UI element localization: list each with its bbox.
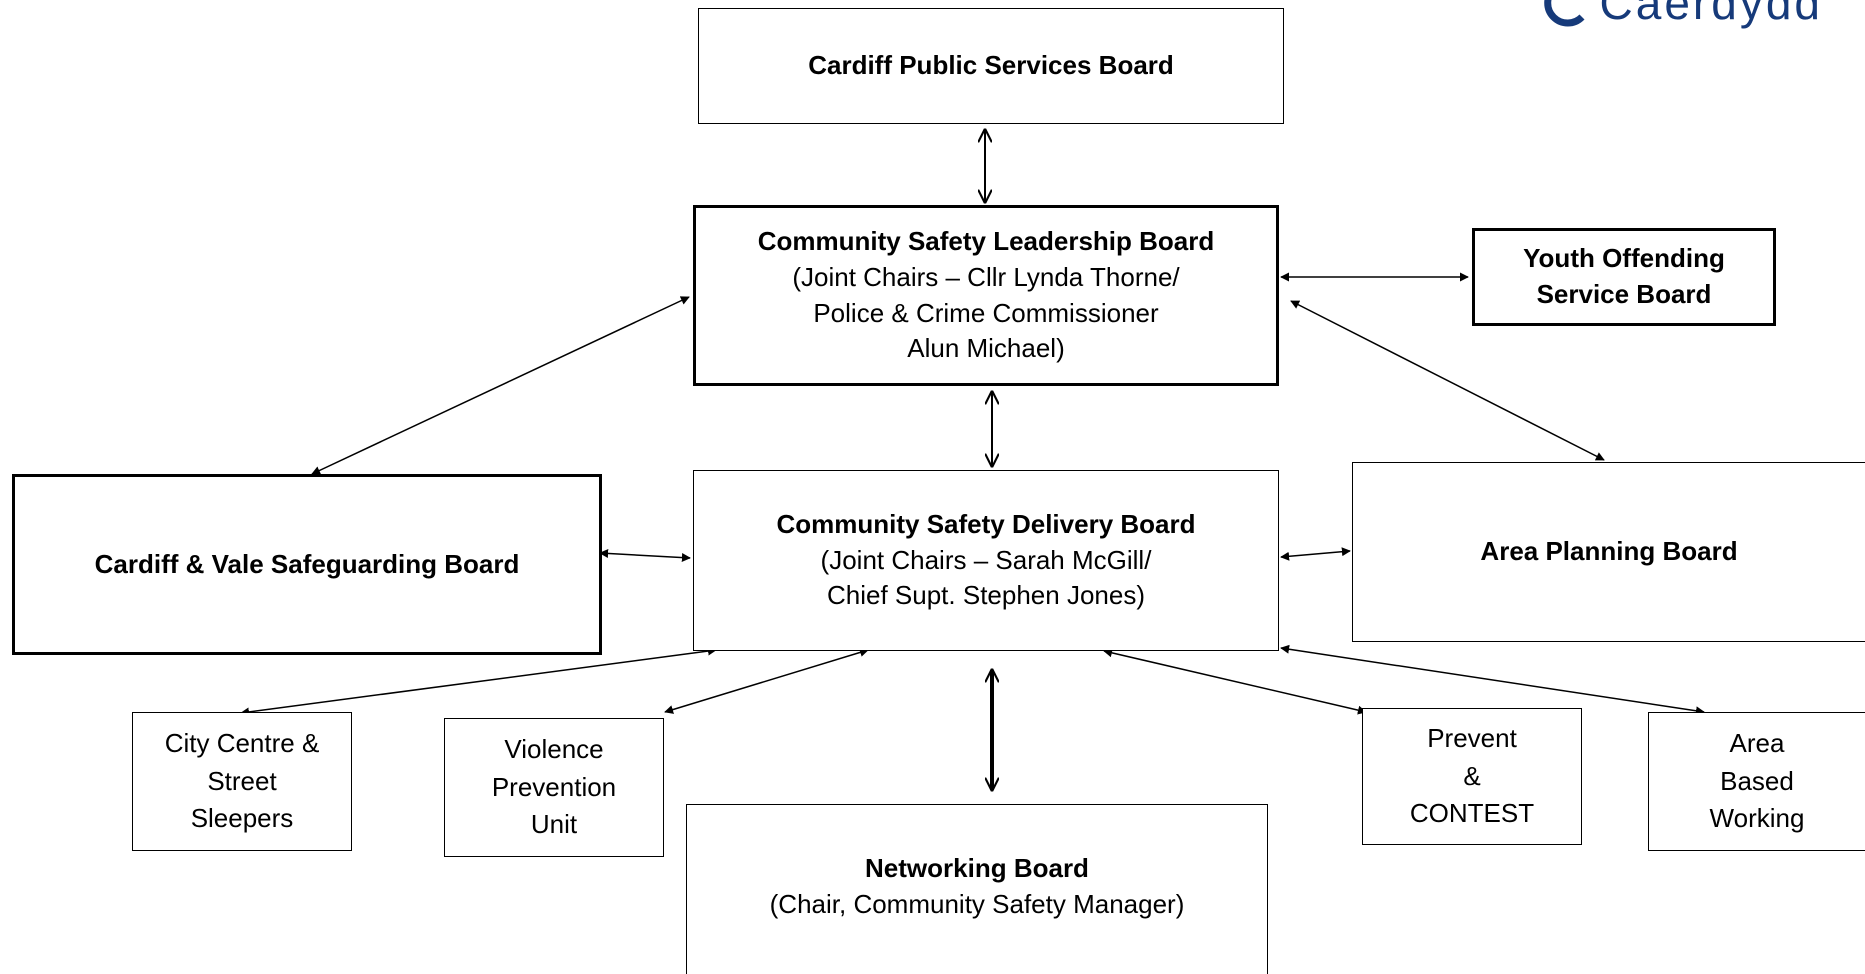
violence-prevention-line2: Prevention [491, 771, 617, 802]
city-centre-line3: Sleepers [190, 803, 294, 834]
networking-board-title: Networking Board [865, 853, 1089, 883]
area-based-working-box: Area Based Working [1648, 712, 1865, 851]
safeguarding-board-title: Cardiff & Vale Safeguarding Board [94, 548, 520, 579]
networking-board: Networking Board (Chair, Community Safet… [686, 804, 1268, 974]
city-centre-line2: Street [207, 765, 277, 796]
area-based-line1: Area [1729, 727, 1785, 758]
leadership-board-chairs-line1: (Joint Chairs – Cllr Lynda Thorne/ [792, 261, 1180, 292]
leadership-board-chairs-line3: Alun Michael) [907, 333, 1065, 364]
connector-safeguarding-delivery [599, 548, 691, 563]
city-centre-line1: City Centre & [164, 727, 320, 758]
city-centre-street-sleepers-box: City Centre & Street Sleepers [132, 712, 352, 851]
area-based-line2: Based [1720, 765, 1794, 796]
delivery-board-title: Community Safety Delivery Board [776, 508, 1196, 539]
area-planning-board-title: Area Planning Board [1480, 536, 1738, 567]
logo-mark-icon [1543, 0, 1585, 27]
connector-leadership-area-planning [1290, 300, 1605, 461]
networking-board-chair: (Chair, Community Safety Manager) [769, 888, 1185, 919]
area-planning-board: Area Planning Board [1352, 462, 1865, 642]
leadership-board-title: Community Safety Leadership Board [757, 225, 1215, 256]
connector-delivery-area-planning [1280, 547, 1351, 561]
violence-prevention-line1: Violence [504, 733, 604, 764]
connector-delivery-prevent [1103, 648, 1367, 715]
youth-offending-board-line1: Youth Offending [1523, 243, 1725, 274]
council-logo: Caerdydd [1542, 0, 1823, 30]
connector-delivery-violence [664, 648, 869, 714]
prevent-line3: CONTEST [1409, 798, 1535, 829]
leadership-board: Community Safety Leadership Board (Joint… [693, 205, 1279, 386]
logo-text: Caerdydd [1599, 0, 1823, 29]
public-services-board: Cardiff Public Services Board [698, 8, 1284, 124]
prevent-contest-box: Prevent & CONTEST [1362, 708, 1582, 845]
prevent-line2: & [1463, 760, 1481, 791]
connector-delivery-area-based [1280, 644, 1705, 716]
violence-prevention-line3: Unit [530, 809, 578, 840]
safeguarding-board: Cardiff & Vale Safeguarding Board [12, 474, 602, 655]
connector-leadership-safeguarding [311, 296, 690, 475]
youth-offending-board-line2: Service Board [1536, 279, 1712, 309]
connector-delivery-city-centre [240, 646, 717, 717]
leadership-board-chairs-line2: Police & Crime Commissioner [813, 297, 1159, 328]
prevent-line1: Prevent [1427, 722, 1517, 753]
area-based-line3: Working [1709, 803, 1805, 834]
public-services-board-title: Cardiff Public Services Board [808, 50, 1174, 81]
violence-prevention-unit-box: Violence Prevention Unit [444, 718, 664, 857]
delivery-board-chairs-line1: (Joint Chairs – Sarah McGill/ [820, 544, 1152, 575]
youth-offending-board: Youth Offending Service Board [1472, 228, 1776, 326]
delivery-board-chairs-line2: Chief Supt. Stephen Jones) [827, 580, 1145, 611]
delivery-board: Community Safety Delivery Board (Joint C… [693, 470, 1279, 651]
